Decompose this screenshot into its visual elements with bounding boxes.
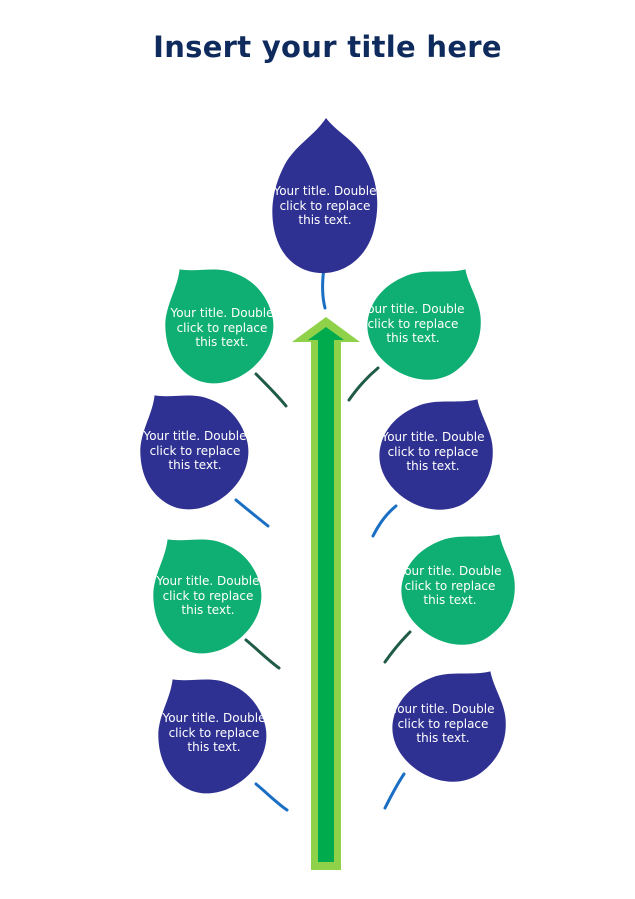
stem-right-3	[383, 630, 412, 664]
leaf-right-4-text[interactable]: Your title. Double click to replace this…	[391, 702, 495, 745]
stem-top	[321, 266, 327, 310]
leaf-stems	[234, 266, 412, 812]
stem-left-4	[254, 782, 289, 812]
leaf-right-2-text[interactable]: Your title. Double click to replace this…	[381, 430, 485, 473]
leaf-left-3-text[interactable]: Your title. Double click to replace this…	[156, 574, 260, 617]
stem-right-2	[371, 504, 398, 538]
leaf-right-1-text[interactable]: Your title. Double click to replace this…	[361, 302, 465, 345]
stem-left-1	[254, 372, 288, 408]
stem-right-1	[347, 366, 380, 402]
leaf-left-1-text[interactable]: Your title. Double click to replace this…	[170, 306, 274, 349]
stem-left-2	[234, 498, 270, 528]
arrow-inner	[308, 327, 344, 862]
growth-arrow	[292, 317, 360, 870]
stem-left-3	[244, 638, 281, 670]
leaf-right-3-text[interactable]: Your title. Double click to replace this…	[398, 564, 502, 607]
stem-right-4	[383, 772, 406, 810]
leaf-left-4-text[interactable]: Your title. Double click to replace this…	[162, 711, 266, 754]
page-title[interactable]: Insert your title here	[153, 30, 502, 64]
leaf-top-text[interactable]: Your title. Double click to replace this…	[273, 184, 377, 227]
leaf-left-2-text[interactable]: Your title. Double click to replace this…	[143, 429, 247, 472]
